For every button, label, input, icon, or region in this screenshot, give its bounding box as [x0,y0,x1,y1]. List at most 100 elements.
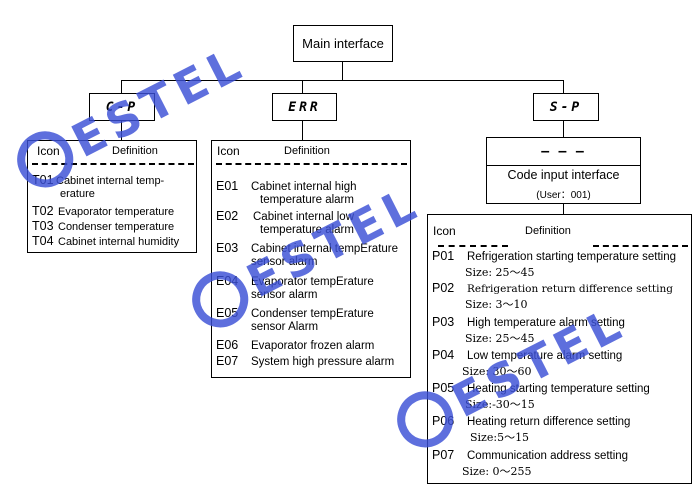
list-item: T04 Cabinet internal humidity [32,235,197,249]
connector-cp-table [121,121,122,140]
sp-table: Icon Definition P01 Refrigeration starti… [427,214,692,484]
item-desc-line2: temperature alarm [260,224,354,236]
item-desc: Cabinet internal high [251,181,357,193]
item-code: P07 [432,448,455,462]
cp-header-icon: Icon [37,144,60,158]
list-item: E01 Cabinet internal high temperature al… [216,180,410,208]
list-item: P07 Communication address setting Size: … [432,449,690,479]
item-code: T04 [32,234,54,248]
code-input-divider [487,165,640,166]
list-item: P06 Heating return difference setting Si… [432,415,690,445]
item-desc: Heating return difference setting [467,416,631,428]
item-code: T01 [32,173,54,187]
item-desc: Condenser temperature [58,221,175,233]
item-desc: Refrigeration starting temperature setti… [467,251,677,263]
item-desc: Low temperature alarm setting [467,350,623,362]
list-item: E04 Evaporator tempErature sensor alarm [216,275,410,303]
list-item: P01 Refrigeration starting temperature s… [432,250,690,280]
item-desc: Communication address setting [467,450,629,462]
item-code: P02 [432,281,455,295]
list-item: T03 Condenser temperature [32,220,197,234]
item-desc: Evaporator frozen alarm [251,340,375,352]
list-item: P04 Low temperature alarm setting Size: … [432,349,690,379]
item-code: P05 [432,381,455,395]
err-header-divider [216,163,407,165]
item-code: P03 [432,315,455,329]
item-code: T02 [32,204,54,218]
item-desc: Evaporator temperature [58,206,175,218]
item-desc: System high pressure alarm [251,356,395,368]
connector-sp-code [563,121,564,137]
item-desc: Refrigeration return difference setting [467,283,673,295]
mode-node-cp: C-P [89,93,155,121]
item-code: E02 [216,209,239,223]
list-item: T01 Cabinet internal temp- erature [32,174,197,202]
connector-err [302,80,303,93]
sp-header-divider-right [593,245,688,247]
item-desc: Cabinet internal humidity [58,236,180,248]
item-desc: High temperature alarm setting [467,317,625,329]
item-size: Size:-30～15 [465,398,535,411]
item-desc-line2: sensor Alarm [251,321,319,333]
connector-main-down [342,62,343,80]
item-desc: Evaporator tempErature [251,276,374,288]
code-input-box: – – – Code input interface (User：001) [486,137,641,204]
list-item: E07 System high pressure alarm [216,355,410,369]
code-input-user: (User：001) [536,190,591,201]
item-code: P04 [432,348,455,362]
list-item: P02 Refrigeration return difference sett… [432,282,690,312]
item-desc: Cabinet internal low [253,211,355,223]
list-item: E06 Evaporator frozen alarm [216,339,410,353]
item-code: P01 [432,249,455,263]
item-desc: Cabinet internal tempErature [251,243,399,255]
err-header-icon: Icon [217,144,240,158]
sp-header-divider-left [438,245,508,247]
code-input-display: – – – [487,139,640,165]
code-input-title: Code input interface [507,168,620,182]
cp-header-divider [32,163,194,165]
item-code: E01 [216,179,239,193]
item-code: E03 [216,241,239,255]
err-table: Icon Definition E01 Cabinet internal hig… [211,140,411,378]
item-size: Size: 25～45 [465,332,535,345]
connector-sp [563,80,564,93]
code-display-dashes: – – – [540,143,587,160]
err-header-definition: Definition [284,145,330,157]
item-desc: Condenser tempErature [251,308,374,320]
sp-header-definition: Definition [525,225,571,237]
item-size: Size: 30～60 [462,365,532,378]
cp-header-definition: Definition [112,145,158,157]
mode-label-sp: S-P [549,99,583,115]
item-desc-line2: temperature alarm [260,194,354,206]
item-code: E04 [216,274,239,288]
mode-node-sp: S-P [533,93,599,121]
connector-cp [121,80,122,93]
item-size: Size: 3～10 [465,298,528,311]
item-desc-line2: sensor alarm [251,289,318,301]
item-desc: Heating starting temperature setting [467,383,650,395]
list-item: P03 High temperature alarm setting Size:… [432,316,690,346]
mode-label-cp: C-P [105,99,139,115]
sp-header-icon: Icon [433,224,456,238]
item-desc-line2: erature [60,188,95,200]
list-item: P05 Heating starting temperature setting… [432,382,690,412]
main-interface-label: Main interface [302,36,384,51]
mode-label-err: ERR [288,99,321,115]
connector-err-table [302,121,303,140]
item-desc: Cabinet internal temp- [56,175,165,187]
item-code: E05 [216,306,239,320]
list-item: E05 Condenser tempErature sensor Alarm [216,307,410,335]
item-size: Size: 25～45 [465,266,535,279]
main-interface-node: Main interface [293,25,393,62]
item-size: Size:5～15 [470,431,530,444]
list-item: E03 Cabinet internal tempErature sensor … [216,242,410,270]
item-desc-line2: sensor alarm [251,256,318,268]
mode-node-err: ERR [272,93,337,121]
list-item: E02 Cabinet internal low temperature ala… [216,210,410,238]
connector-horizontal [121,80,564,81]
item-code: P06 [432,414,455,428]
item-code: E06 [216,338,239,352]
list-item: T02 Evaporator temperature [32,205,197,219]
item-size: Size: 0～255 [462,465,532,478]
connector-code-table [563,204,564,214]
